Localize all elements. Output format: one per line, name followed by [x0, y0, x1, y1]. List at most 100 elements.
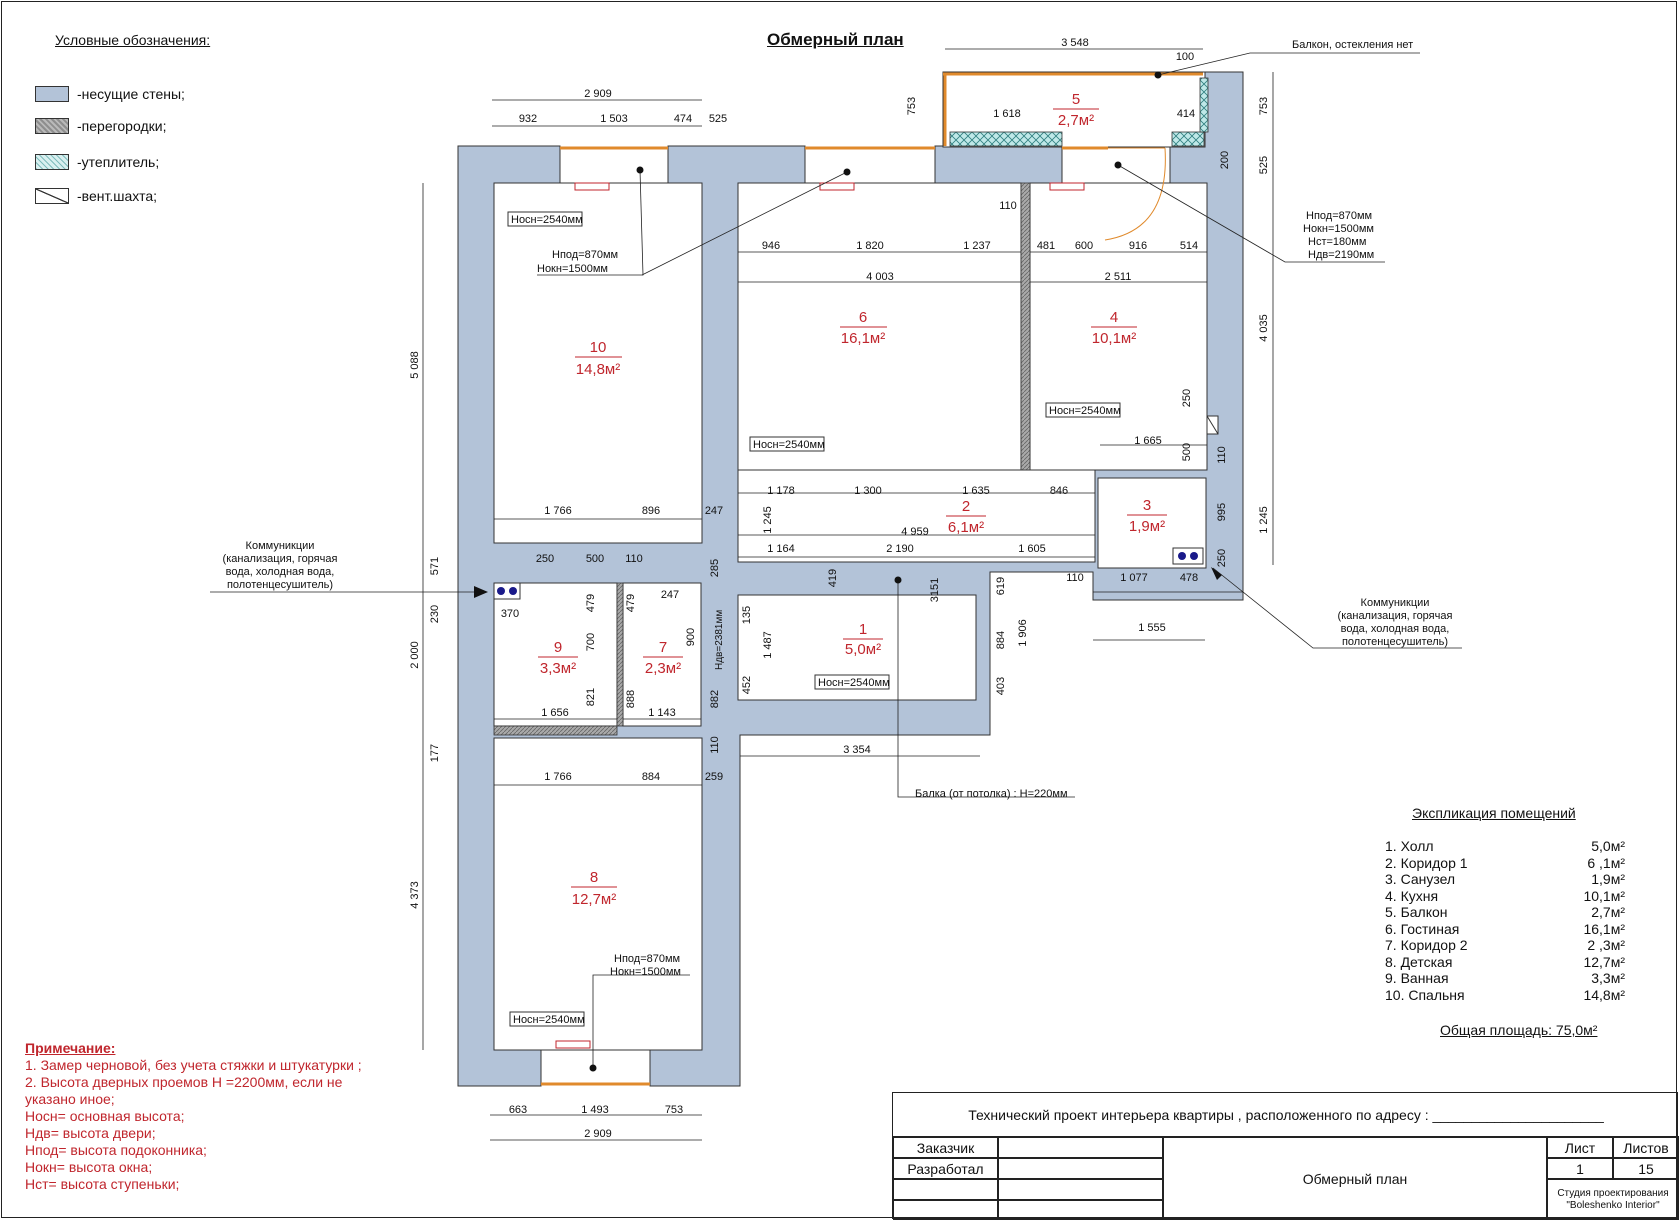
room-10-area: 14,8м² [576, 361, 621, 378]
svg-text:5 088: 5 088 [409, 351, 421, 379]
room-8 [493, 737, 703, 1051]
vent-shaft-swatch [35, 188, 69, 204]
svg-text:419: 419 [827, 569, 839, 587]
legend-item-vent: -вент.шахта; [35, 188, 157, 204]
svg-text:1 766: 1 766 [544, 771, 572, 783]
svg-text:1 618: 1 618 [993, 108, 1021, 120]
svg-text:3151: 3151 [929, 578, 941, 602]
svg-text:4 003: 4 003 [866, 271, 894, 283]
room-4-num: 4 [1110, 309, 1118, 326]
stamp-cell [998, 1179, 1163, 1200]
room-8-num: 8 [590, 869, 598, 886]
room-labels: 10 14,8м² 6 16,1м² 4 10,1м² 5 2,7м² 2 6,… [538, 91, 1167, 908]
callout-texts: Балкон, остекления нет Балка (от потолка… [223, 39, 1453, 800]
svg-text:932: 932 [519, 113, 537, 125]
stamp-cell [998, 1200, 1163, 1220]
svg-text:1 178: 1 178 [767, 485, 795, 497]
room-6-num: 6 [859, 309, 867, 326]
svg-text:Hпод=870мм: Hпод=870мм [1306, 210, 1372, 222]
vent-shaft [1206, 415, 1219, 435]
svg-text:1 164: 1 164 [767, 543, 795, 555]
note-line: Hпод= высота подоконника; [25, 1142, 207, 1158]
svg-text:500: 500 [586, 553, 604, 565]
room-10-num: 10 [590, 339, 607, 356]
svg-text:3 548: 3 548 [1061, 37, 1089, 49]
room-9-num: 9 [554, 639, 562, 656]
note-line: Hокн= высота окна; [25, 1159, 153, 1175]
svg-text:(канализация, горячая: (канализация, горячая [223, 553, 338, 565]
svg-text:Hокн=1500мм: Hокн=1500мм [537, 263, 608, 275]
room-7 [622, 582, 702, 727]
svg-text:1 820: 1 820 [856, 240, 884, 252]
svg-text:250: 250 [1216, 549, 1228, 567]
legend-item-partitions: -перегородки; [35, 118, 166, 134]
note-line: 2. Высота дверных проемов H =2200мм, есл… [25, 1074, 343, 1090]
room-3-area: 1,9м² [1129, 518, 1165, 535]
svg-text:500: 500 [1181, 443, 1193, 461]
svg-text:Hосн=2540мм: Hосн=2540мм [753, 439, 825, 451]
svg-text:вода, холодная вода,: вода, холодная вода, [1341, 623, 1450, 635]
legend-title: Условные обозначения: [55, 32, 211, 48]
legend-item-load-walls: -несущие стены; [35, 86, 185, 102]
note-line: Hосн= основная высота; [25, 1108, 185, 1124]
svg-text:1 555: 1 555 [1138, 622, 1166, 634]
svg-text:230: 230 [429, 605, 441, 623]
svg-text:2 909: 2 909 [584, 88, 612, 100]
sheet-number: 1 [1547, 1158, 1613, 1179]
svg-text:600: 600 [1075, 240, 1093, 252]
svg-text:110: 110 [709, 736, 721, 754]
svg-text:753: 753 [1258, 97, 1270, 115]
svg-text:Коммуникции: Коммуникции [1361, 597, 1430, 609]
room-6-area: 16,1м² [841, 330, 886, 347]
developer-label: Разработал [893, 1158, 998, 1179]
room-2 [737, 469, 1096, 563]
svg-text:479: 479 [585, 594, 597, 612]
balcony-door [1104, 147, 1166, 241]
svg-text:200: 200 [1219, 151, 1231, 169]
svg-text:Hст=180мм: Hст=180мм [1308, 236, 1366, 248]
svg-text:247: 247 [661, 589, 679, 601]
legend-item-insulation: -утеплитель; [35, 154, 159, 170]
sheets-total: 15 [1613, 1158, 1679, 1179]
height-labels: Hосн=2540мм Hосн=2540мм Hосн=2540мм Hосн… [507, 210, 1374, 1027]
svg-text:1 487: 1 487 [762, 631, 774, 659]
dimension-values: 2 909 932 1 503 474 525 3 548 100 1 618 … [409, 37, 1270, 1140]
sheet-label: Лист [1547, 1137, 1613, 1158]
svg-text:571: 571 [429, 557, 441, 575]
communications-icons [493, 547, 1204, 600]
svg-text:1 300: 1 300 [854, 485, 882, 497]
svg-text:Hпод=870мм: Hпод=870мм [614, 953, 680, 965]
svg-text:884: 884 [642, 771, 660, 783]
note-line: Hдв= высота двери; [25, 1125, 156, 1141]
project-address: Технический проект интерьера квартиры , … [893, 1093, 1679, 1137]
svg-text:414: 414 [1177, 108, 1195, 120]
explication-total: Общая площадь: 75,0м² [1440, 1022, 1598, 1038]
svg-text:Hдв=2190мм: Hдв=2190мм [1308, 249, 1374, 261]
svg-text:1 503: 1 503 [600, 113, 628, 125]
sheet-name: Обмерный план [1163, 1137, 1547, 1220]
note-line: Hст= высота ступеньки; [25, 1176, 180, 1192]
svg-text:177: 177 [429, 744, 441, 762]
svg-text:514: 514 [1180, 240, 1198, 252]
svg-text:(канализация, горячая: (канализация, горячая [1338, 610, 1453, 622]
svg-text:1 493: 1 493 [581, 1104, 609, 1116]
room-4-area: 10,1м² [1092, 330, 1137, 347]
svg-text:Hокн=1500мм: Hокн=1500мм [1303, 223, 1374, 235]
svg-text:900: 900 [685, 628, 697, 646]
stamp-cell [893, 1200, 998, 1220]
plan-title: Обмерный план [767, 30, 904, 49]
svg-text:1 143: 1 143 [648, 707, 676, 719]
svg-text:2 909: 2 909 [584, 1128, 612, 1140]
svg-text:Балка (от потолка) : H=220мм: Балка (от потолка) : H=220мм [915, 788, 1068, 800]
callout-dots [474, 71, 1222, 1072]
room-9-area: 3,3м² [540, 660, 576, 677]
svg-text:Hпод=870мм: Hпод=870мм [552, 249, 618, 261]
svg-text:1 245: 1 245 [762, 506, 774, 534]
svg-text:481: 481 [1037, 240, 1055, 252]
room-5-area: 2,7м² [1058, 112, 1094, 129]
room-2-area: 6,1м² [948, 519, 984, 536]
